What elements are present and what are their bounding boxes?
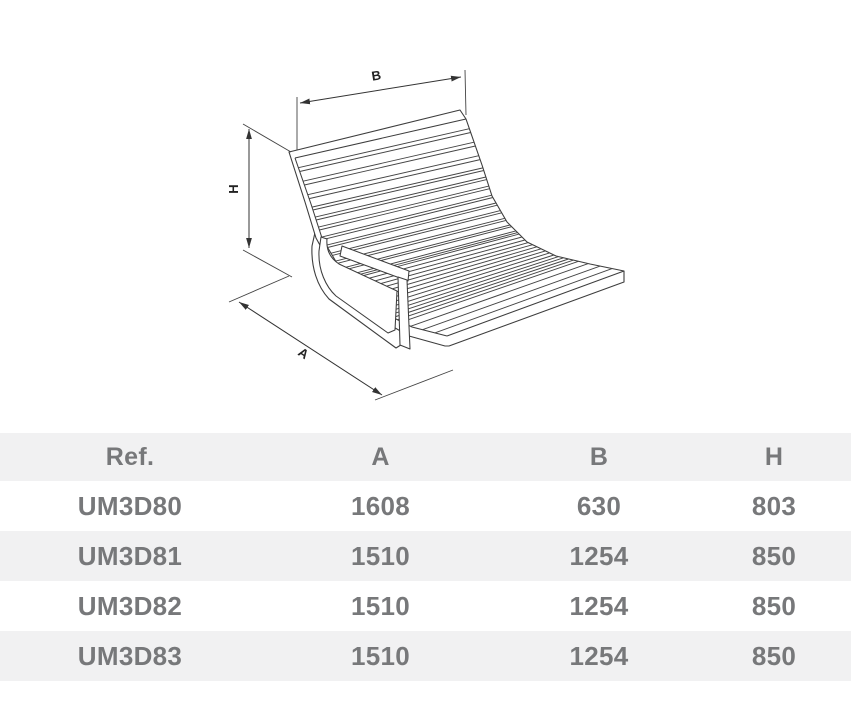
dimension-b: B — [296, 67, 467, 150]
leg-side-rail — [339, 245, 410, 282]
dimensions-table: Ref. A B H UM3D80 1608 630 803 UM3D81 15… — [0, 433, 851, 681]
cell-ref: UM3D82 — [0, 581, 260, 631]
cell-a: 1510 — [260, 531, 501, 581]
bench-surface-outline — [288, 109, 625, 347]
dim-label-a: A — [295, 344, 312, 362]
cell-h: 850 — [697, 531, 851, 581]
bench-slats — [298, 128, 613, 334]
cell-a: 1510 — [260, 581, 501, 631]
table-row: UM3D83 1510 1254 850 — [0, 631, 851, 681]
leg-front-riser — [397, 276, 411, 350]
cell-b: 630 — [501, 481, 697, 531]
cell-b: 1254 — [501, 631, 697, 681]
col-header-ref: Ref. — [0, 433, 260, 481]
col-header-b: B — [501, 433, 697, 481]
drawing-area: B H A — [226, 67, 625, 401]
cell-a: 1510 — [260, 631, 501, 681]
bench-technical-drawing: B H A — [226, 67, 625, 401]
cell-b: 1254 — [501, 531, 697, 581]
table-header-row: Ref. A B H — [0, 433, 851, 481]
dimension-h: H — [226, 123, 293, 278]
table-row: UM3D82 1510 1254 850 — [0, 581, 851, 631]
cell-b: 1254 — [501, 581, 697, 631]
col-header-a: A — [260, 433, 501, 481]
cell-ref: UM3D80 — [0, 481, 260, 531]
cell-ref: UM3D81 — [0, 531, 260, 581]
dim-label-h: H — [226, 184, 241, 193]
bench-surface — [288, 109, 625, 347]
cell-ref: UM3D83 — [0, 631, 260, 681]
table-row: UM3D80 1608 630 803 — [0, 481, 851, 531]
cell-a: 1608 — [260, 481, 501, 531]
dim-label-b: B — [370, 67, 382, 83]
cell-h: 850 — [697, 581, 851, 631]
col-header-h: H — [697, 433, 851, 481]
dimension-a: A — [228, 275, 454, 401]
cell-h: 850 — [697, 631, 851, 681]
cell-h: 803 — [697, 481, 851, 531]
table-row: UM3D81 1510 1254 850 — [0, 531, 851, 581]
